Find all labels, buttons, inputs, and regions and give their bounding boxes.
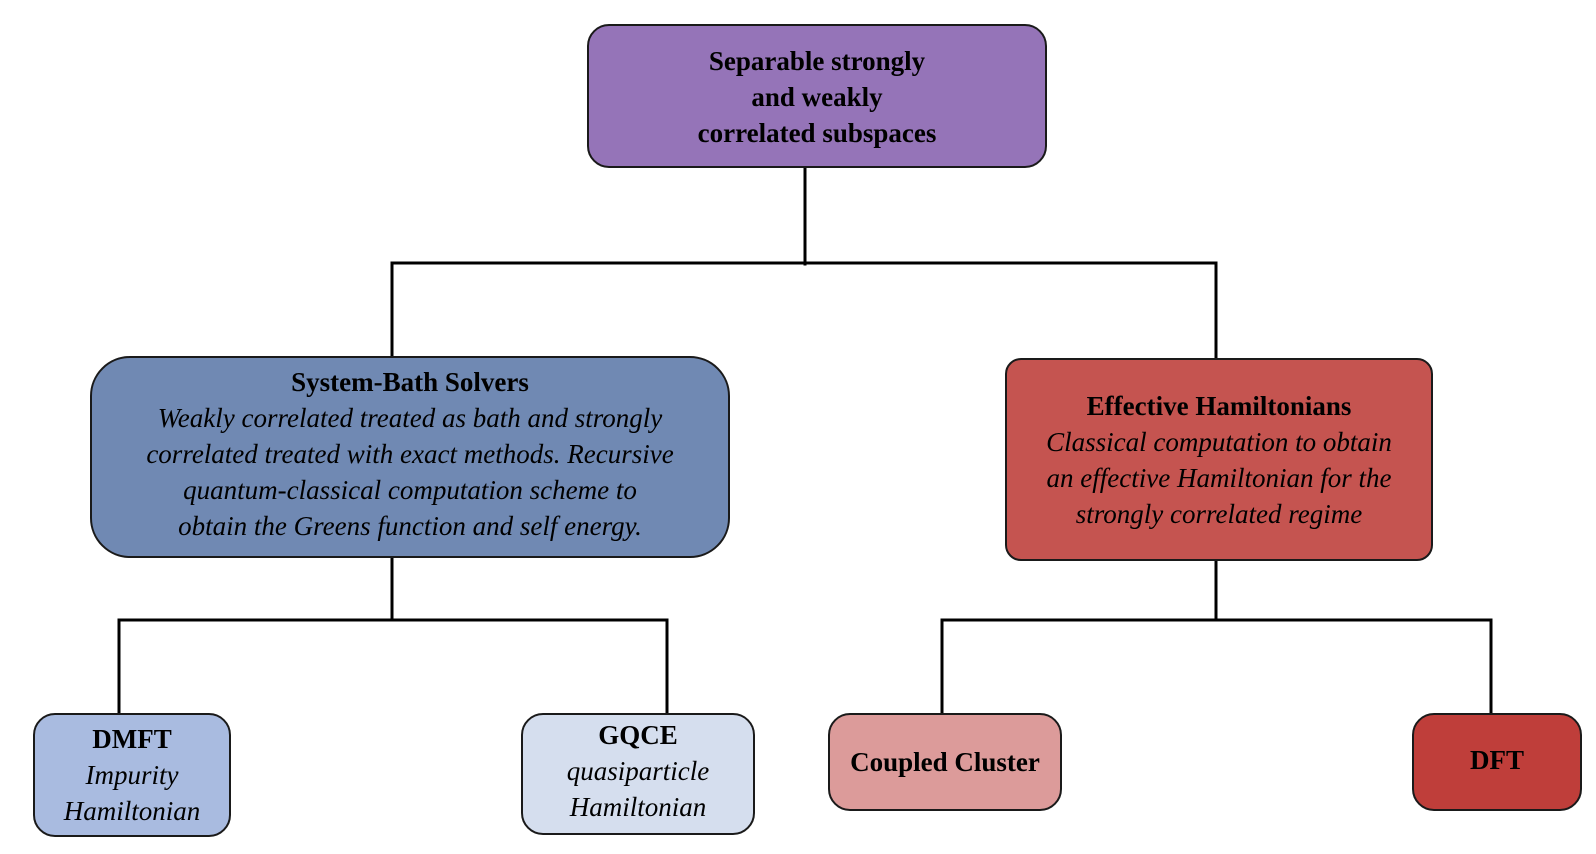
dft-title: DFT <box>1470 745 1524 775</box>
system-bath-node: System-Bath Solvers Weakly correlated tr… <box>90 356 730 558</box>
system-bath-desc-2: correlated treated with exact methods. R… <box>146 439 674 469</box>
system-bath-desc-4: obtain the Greens function and self ener… <box>178 511 642 541</box>
dft-node: DFT <box>1412 713 1582 811</box>
root-node: Separable strongly and weakly correlated… <box>587 24 1047 168</box>
root-line-2: and weakly <box>751 82 883 112</box>
effective-ham-desc-2: an effective Hamiltonian for the <box>1046 462 1392 493</box>
gqce-desc-2: Hamiltonian <box>569 792 707 822</box>
system-bath-desc-3: quantum-classical computation scheme to <box>183 475 637 505</box>
dmft-desc-1: Impurity <box>85 760 179 790</box>
root-line-1: Separable strongly <box>708 46 926 76</box>
coupled-cluster-node: Coupled Cluster <box>828 713 1062 811</box>
dmft-node: DMFT Impurity Hamiltonian <box>33 713 231 837</box>
effective-ham-title: Effective Hamiltonians <box>1086 390 1352 421</box>
root-line-3: correlated subspaces <box>697 118 937 148</box>
dmft-desc-2: Hamiltonian <box>63 796 201 826</box>
dmft-title: DMFT <box>92 724 172 754</box>
system-bath-desc-1: Weakly correlated treated as bath and st… <box>157 403 663 433</box>
coupled-cluster-title: Coupled Cluster <box>850 747 1040 777</box>
effective-hamiltonians-node: Effective Hamiltonians Classical computa… <box>1005 358 1433 561</box>
gqce-node: GQCE quasiparticle Hamiltonian <box>521 713 755 835</box>
system-bath-title: System-Bath Solvers <box>291 367 529 397</box>
gqce-title: GQCE <box>598 720 678 750</box>
gqce-desc-1: quasiparticle <box>566 756 710 786</box>
effective-ham-desc-3: strongly correlated regime <box>1075 498 1363 529</box>
effective-ham-desc-1: Classical computation to obtain <box>1046 426 1392 457</box>
